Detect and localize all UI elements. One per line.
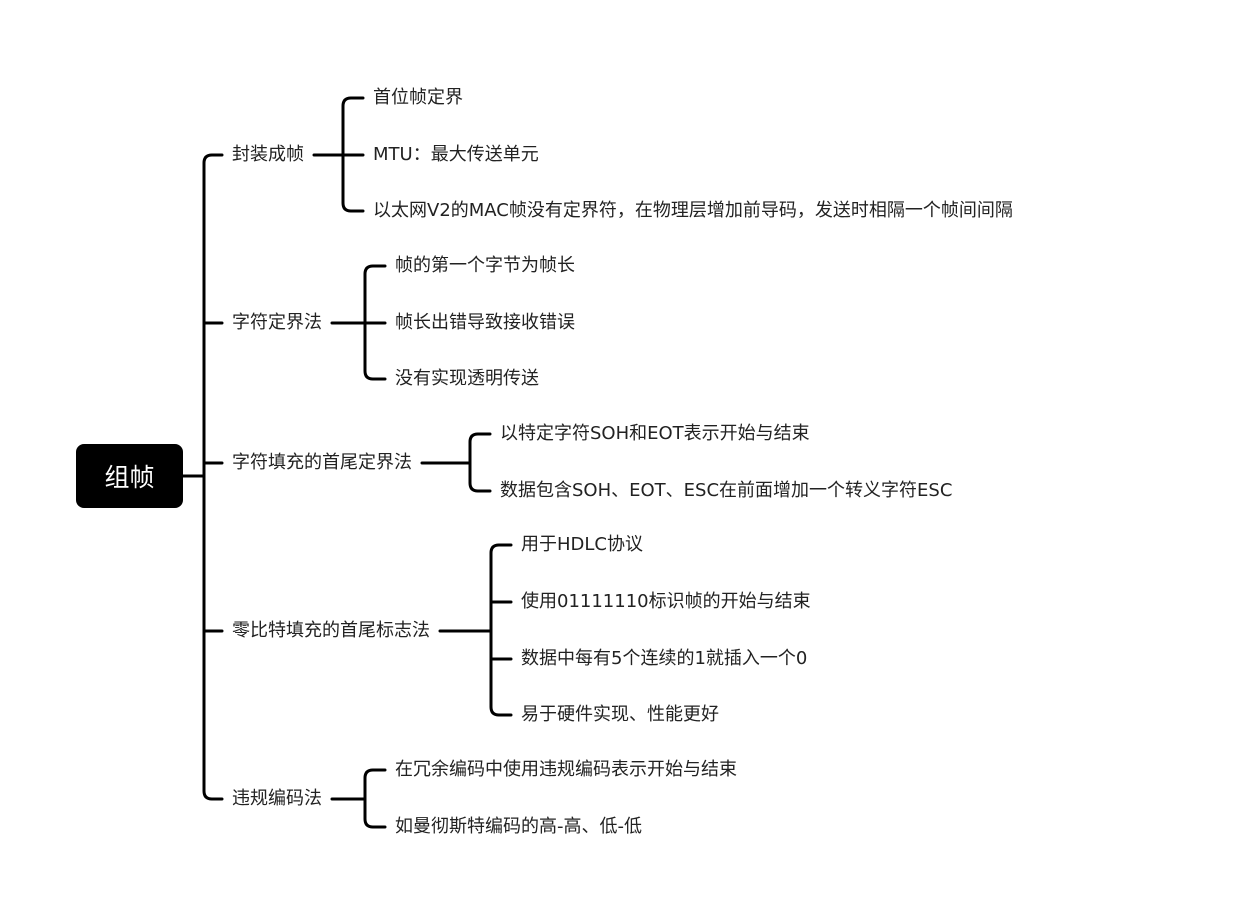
branch-node[interactable]: 字符定界法 [232, 312, 322, 333]
leaf-node[interactable]: 使用01111110标识帧的开始与结束 [521, 591, 811, 612]
child-bracket [489, 543, 513, 717]
leaf-node[interactable]: 数据包含SOH、EOT、ESC在前面增加一个转义字符ESC [500, 480, 953, 501]
root-node[interactable]: 组帧 [76, 444, 183, 508]
child-bracket [468, 432, 492, 493]
root-label: 组帧 [104, 463, 155, 492]
leaf-node[interactable]: 帧的第一个字节为帧长 [395, 255, 575, 276]
branch-node[interactable]: 字符填充的首尾定界法 [232, 452, 412, 473]
leaf-node[interactable]: MTU：最大传送单元 [373, 144, 539, 165]
leaf-node[interactable]: 用于HDLC协议 [521, 534, 643, 555]
branch-node[interactable]: 封装成帧 [232, 144, 304, 165]
leaf-node[interactable]: 没有实现透明传送 [395, 368, 539, 389]
leaf-node[interactable]: 以特定字符SOH和EOT表示开始与结束 [500, 423, 810, 444]
leaf-node[interactable]: 在冗余编码中使用违规编码表示开始与结束 [395, 759, 737, 780]
leaf-node[interactable]: 首位帧定界 [373, 87, 463, 108]
leaf-node[interactable]: 帧长出错导致接收错误 [395, 312, 575, 333]
trunk-bracket [202, 153, 224, 801]
leaf-node[interactable]: 如曼彻斯特编码的高-高、低-低 [395, 816, 642, 837]
branch-node[interactable]: 零比特填充的首尾标志法 [232, 620, 430, 641]
leaf-node[interactable]: 数据中每有5个连续的1就插入一个0 [521, 648, 808, 669]
branch-node[interactable]: 违规编码法 [232, 788, 322, 809]
leaf-node[interactable]: 以太网V2的MAC帧没有定界符，在物理层增加前导码，发送时相隔一个帧间间隔 [373, 200, 1013, 221]
leaf-node[interactable]: 易于硬件实现、性能更好 [521, 704, 719, 725]
child-bracket [363, 768, 387, 829]
